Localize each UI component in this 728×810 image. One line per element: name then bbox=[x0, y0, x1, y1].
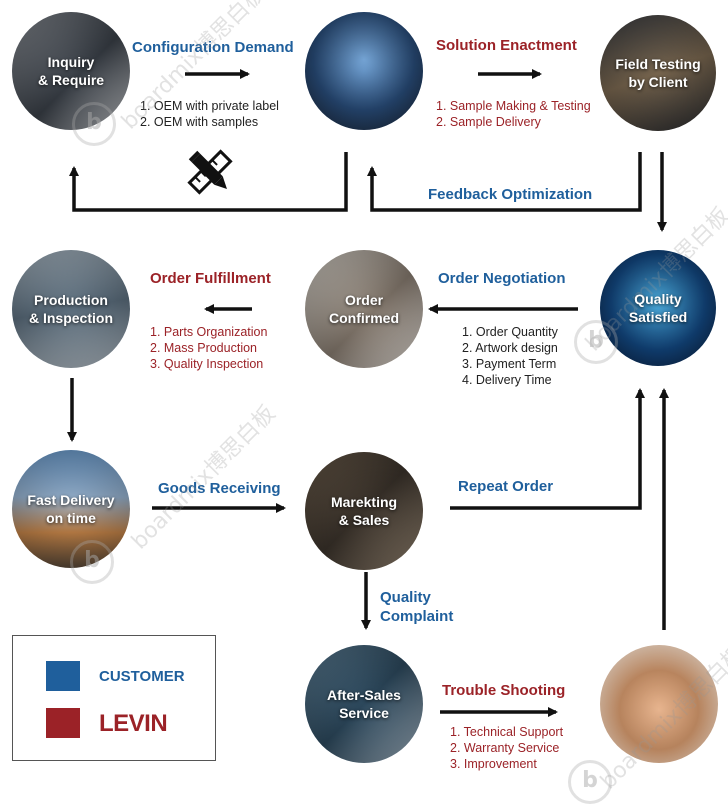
list-item: 1. Technical Support bbox=[450, 725, 564, 739]
quality-satisfied-label: Quality Satisfied bbox=[628, 291, 688, 325]
legend-levin-swatch bbox=[46, 708, 80, 738]
legend: CUSTOMER LEVIN bbox=[12, 635, 216, 761]
configuration-demand-list: 1. OEM with private label 2. OEM with sa… bbox=[140, 98, 279, 130]
arrow-feedback-optimization bbox=[367, 152, 642, 212]
after-sales-circle: After-Sales Service bbox=[305, 645, 423, 763]
list-item: 1. Sample Making & Testing bbox=[436, 99, 591, 113]
order-negotiation-list: 1. Order Quantity 2. Artwork design 3. P… bbox=[462, 324, 558, 388]
list-item: 3. Payment Term bbox=[462, 357, 557, 371]
thumbs-up-circle bbox=[600, 645, 718, 763]
list-item: 4. Delivery Time bbox=[462, 373, 552, 387]
production-label: Production & Inspection bbox=[28, 292, 113, 326]
marketing-circle: Marekting & Sales bbox=[305, 452, 423, 570]
solution-enactment-label: Solution Enactment bbox=[436, 37, 577, 54]
fast-delivery-circle: Fast Delivery on time bbox=[12, 450, 130, 568]
list-item: 2. Mass Production bbox=[150, 341, 257, 355]
legend-customer-label: CUSTOMER bbox=[99, 668, 185, 685]
legend-customer-swatch bbox=[46, 661, 80, 691]
order-fulfillment-label: Order Fulfillment bbox=[150, 270, 271, 287]
marketing-label: Marekting & Sales bbox=[330, 494, 398, 528]
list-item: 2. Artwork design bbox=[462, 341, 558, 355]
list-item: 3. Quality Inspection bbox=[150, 357, 264, 371]
quality-satisfied-circle: Quality Satisfied bbox=[600, 250, 716, 366]
solution-enactment-list: 1. Sample Making & Testing 2. Sample Del… bbox=[436, 98, 591, 130]
trouble-shooting-list: 1. Technical Support 2. Warranty Service… bbox=[450, 724, 563, 772]
arrow-loop-to-inquiry bbox=[69, 152, 348, 212]
production-circle: Production & Inspection bbox=[12, 250, 130, 368]
list-item: 1. Parts Organization bbox=[150, 325, 268, 339]
list-item: 1. Order Quantity bbox=[462, 325, 558, 339]
field-testing-label: Field Testing by Client bbox=[615, 56, 701, 90]
list-item: 2. OEM with samples bbox=[140, 115, 259, 129]
trouble-shooting-label: Trouble Shooting bbox=[442, 682, 566, 699]
list-item: 2. Warranty Service bbox=[450, 741, 560, 755]
legend-levin-label: LEVIN bbox=[99, 710, 168, 737]
arrow-repeat-order bbox=[450, 388, 645, 510]
quality-complaint-label: Quality Complaint bbox=[380, 589, 454, 625]
inquiry-label: Inquiry & Require bbox=[37, 54, 105, 88]
list-item: 1. OEM with private label bbox=[140, 99, 279, 113]
order-negotiation-label: Order Negotiation bbox=[438, 270, 566, 287]
fast-delivery-label: Fast Delivery on time bbox=[27, 492, 115, 526]
inquiry-circle: Inquiry & Require bbox=[12, 12, 130, 130]
order-fulfillment-list: 1. Parts Organization 2. Mass Production… bbox=[150, 324, 267, 372]
configuration-circle bbox=[305, 12, 423, 130]
after-sales-label: After-Sales Service bbox=[327, 687, 401, 721]
list-item: 2. Sample Delivery bbox=[436, 115, 541, 129]
feedback-optimization-label: Feedback Optimization bbox=[428, 186, 593, 203]
repeat-order-label: Repeat Order bbox=[458, 478, 554, 495]
field-testing-circle: Field Testing by Client bbox=[600, 15, 716, 131]
order-confirmed-circle: Order Confirmed bbox=[305, 250, 423, 368]
list-item: 3. Improvement bbox=[450, 757, 537, 771]
order-confirmed-label: Order Confirmed bbox=[329, 292, 399, 326]
configuration-demand-label: Configuration Demand bbox=[132, 39, 294, 56]
goods-receiving-label: Goods Receiving bbox=[158, 480, 281, 497]
